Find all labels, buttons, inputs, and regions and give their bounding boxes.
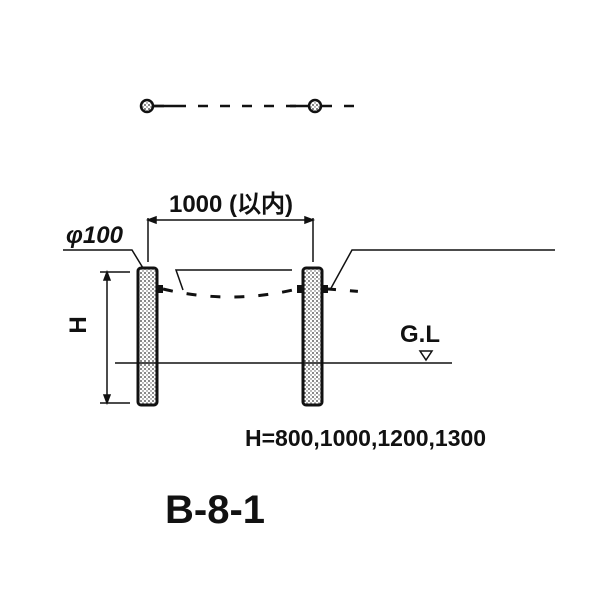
- post-right: [301, 266, 324, 407]
- span-label: 1000 (以内): [169, 191, 293, 218]
- model-number: B-8-1: [165, 488, 265, 532]
- height-label: H: [65, 316, 92, 333]
- chain: [162, 287, 298, 299]
- chain-leader-right: [329, 249, 555, 291]
- height-dimension: [100, 269, 130, 406]
- span-dimension: [145, 215, 316, 262]
- plan-post-left: [139, 98, 155, 114]
- post-left: [136, 266, 159, 407]
- ground-level-label: G.L: [400, 321, 440, 348]
- plan-post-right: [307, 98, 323, 114]
- diameter-label: φ100: [66, 222, 124, 249]
- plan-view: [139, 98, 365, 114]
- diameter-leader: [63, 249, 144, 269]
- chain-leader-left: [174, 269, 292, 291]
- ground-level-marker: [418, 350, 434, 362]
- height-options: H=800,1000,1200,1300: [245, 425, 486, 451]
